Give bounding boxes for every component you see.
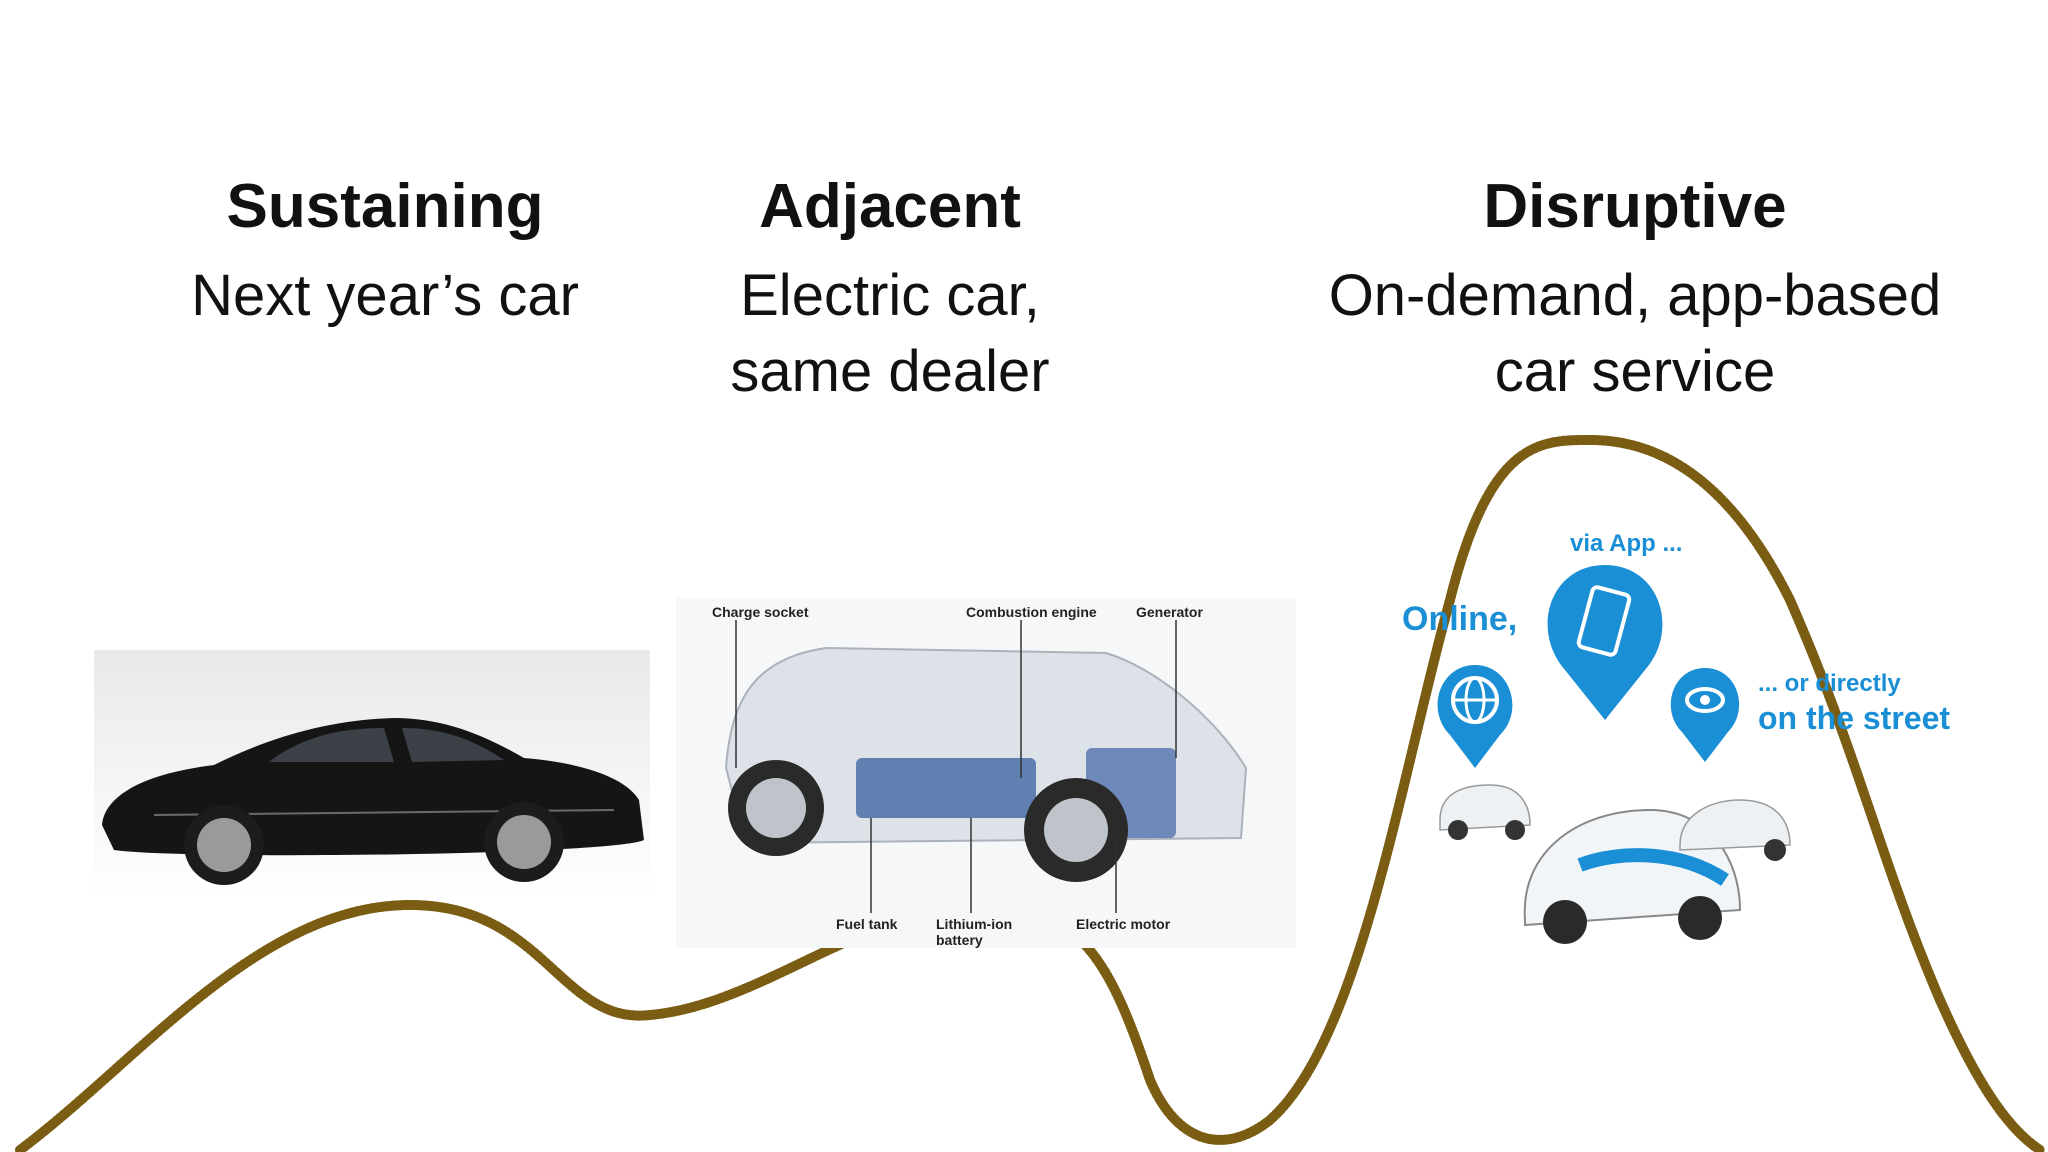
- sustaining-subtitle-line: Next year’s car: [191, 263, 579, 328]
- or-directly-text: ... or directly: [1758, 670, 1901, 697]
- smart-car-back: [1679, 799, 1791, 861]
- sustaining-subtitle: Next year’s car: [160, 258, 610, 334]
- online-text: Online,: [1402, 600, 1518, 638]
- charge-socket-label: Charge socket: [712, 604, 809, 620]
- carshare-pins-and-cars: [1437, 565, 1791, 944]
- battery-label-line: Lithium-ion: [936, 916, 1013, 932]
- fuel-tank-label: Fuel tank: [836, 916, 898, 932]
- adjacent-heading: Adjacent: [759, 172, 1021, 241]
- hill-curve-line: [15, 434, 2045, 1152]
- disruptive-subtitle-line: car service: [1494, 339, 1776, 404]
- hybrid-car-diagram: Charge socket Combustion engine Generato…: [676, 598, 1296, 948]
- column-sustaining: Sustaining Next year’s car: [160, 172, 610, 334]
- disruptive-subtitle-line: On-demand, app-based: [1328, 263, 1942, 328]
- disruptive-heading: Disruptive: [1483, 172, 1787, 241]
- sedan-photo: [94, 650, 650, 898]
- disruptive-subtitle: On-demand, app-based car service: [1270, 258, 2000, 410]
- battery-label: Lithium-ion battery: [936, 916, 1012, 948]
- globe-icon: [1437, 665, 1513, 768]
- column-disruptive: Disruptive On-demand, app-based car serv…: [1270, 172, 2000, 410]
- battery-label-line: battery: [936, 932, 983, 948]
- phone-icon: [1547, 565, 1663, 720]
- eye-icon: [1670, 668, 1740, 762]
- on-the-street-text: on the street: [1758, 700, 1951, 736]
- hybrid-car-icon: [724, 620, 1248, 913]
- smart-car-small: [1439, 784, 1531, 840]
- combustion-engine-label: Combustion engine: [966, 604, 1097, 620]
- adjacent-subtitle-line: Electric car,: [740, 263, 1040, 328]
- carshare-graphic: via App ... Online, ... or directly on t…: [1380, 520, 2000, 950]
- generator-label: Generator: [1136, 604, 1203, 620]
- sedan-car-icon: [102, 718, 644, 885]
- column-adjacent: Adjacent Electric car, same dealer: [660, 172, 1120, 410]
- adjacent-subtitle-line: same dealer: [730, 339, 1050, 404]
- electric-motor-label: Electric motor: [1076, 916, 1171, 932]
- adjacent-subtitle: Electric car, same dealer: [660, 258, 1120, 410]
- via-app-text: via App ...: [1570, 530, 1683, 557]
- sustaining-heading: Sustaining: [226, 172, 544, 241]
